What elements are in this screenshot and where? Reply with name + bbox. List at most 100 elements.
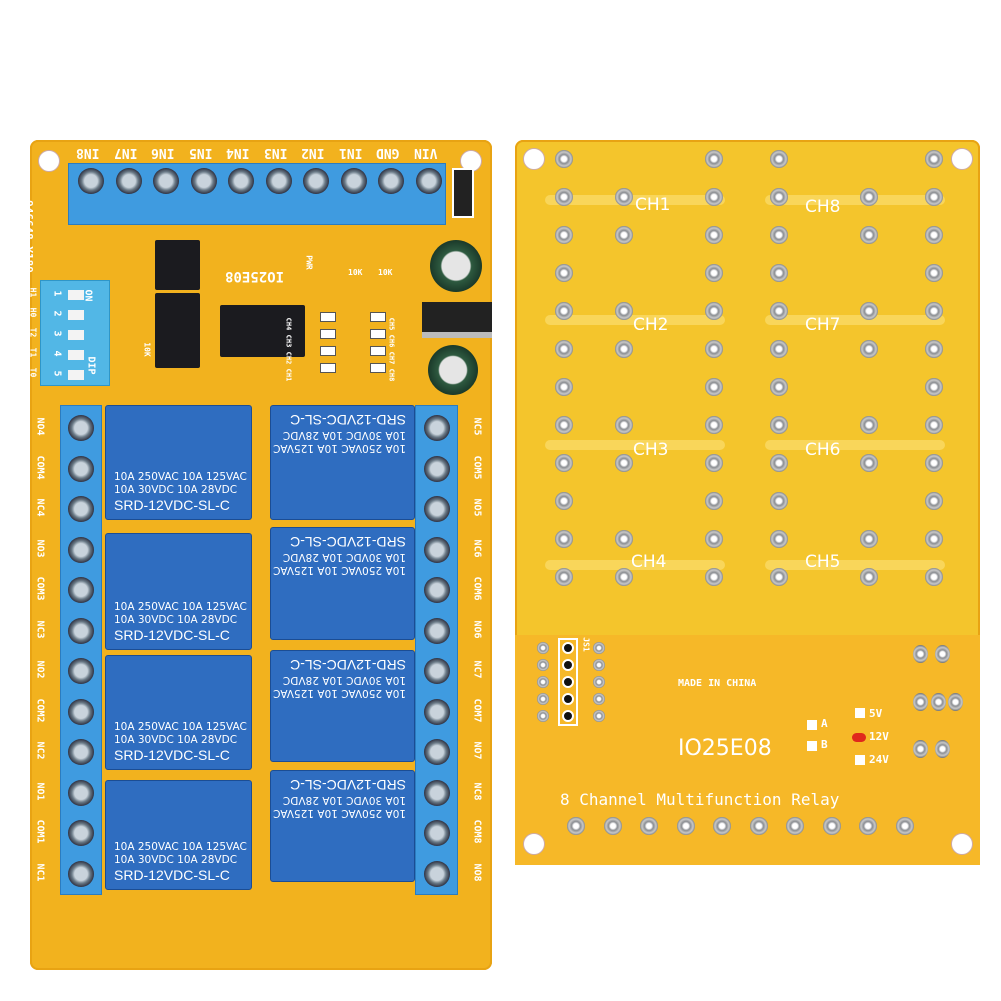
pin-header [558,638,578,726]
relay-rating-line1: 10A 250VAC 10A 125VAC [114,841,247,853]
relay-rating-model: SRD-12VDC-SL-C [114,627,230,643]
relay-rating-line1: 10A 250VAC 10A 125VAC [273,807,406,819]
output-label: NC3 [34,619,46,639]
output-label: NO3 [34,538,46,558]
relay-rating-line1: 10A 250VAC 10A 125VAC [273,442,406,454]
dip-toggle [68,370,84,380]
mounting-hole [38,150,60,172]
led-label: CH3 [284,334,293,348]
mounting-hole [523,148,545,170]
relay-rating-model: SRD-12VDC-SL-C [290,777,406,793]
voltage-label-5v: 5V [869,707,883,720]
solder-pad [705,188,723,206]
resistor-label: 10K [142,342,152,357]
mounting-hole [951,148,973,170]
channel-label: CH7 [805,315,841,335]
output-label: NO6 [471,619,483,639]
terminal-screw [68,860,94,887]
input-label: IN8 [76,145,100,160]
output-label: NC5 [471,417,483,436]
header-pin [537,659,549,671]
relay-rating-line2: 10A 30VDC 10A 28VDC [114,614,238,626]
pwr-label: PWR [304,255,314,270]
solder-pad [925,264,943,282]
relay-rating-line1: 10A 250VAC 10A 125VAC [114,721,247,733]
solder-pad [925,416,943,434]
right-output-terminal-block [415,405,458,895]
solder-pad [948,693,963,711]
output-label: COM1 [34,819,46,844]
jumper-a-label: A [821,717,828,730]
solder-pad [770,188,788,206]
solder-pad [555,530,573,548]
led-indicator [370,346,386,356]
solder-pad [770,378,788,396]
solder-pad [705,226,723,244]
dip-toggle [68,310,84,320]
terminal-screw [424,617,450,644]
capacitor [430,240,482,292]
input-label: IN6 [151,145,175,160]
output-label: COM3 [34,576,46,601]
header-label: JS1 [581,637,591,652]
terminal-screw [424,779,450,806]
output-label: NC4 [34,498,46,517]
terminal-screw [424,658,450,684]
solder-pad [770,150,788,168]
optocoupler-chip [155,240,200,290]
output-label: NO8 [471,862,483,882]
dip-on-label: ON [82,289,94,302]
output-label: NO1 [34,781,46,801]
solder-pad [615,340,633,358]
solder-pad [786,817,804,835]
solder-pad [860,416,878,434]
led-indicator [370,363,386,373]
solder-pad [770,264,788,282]
solder-pad [749,817,768,835]
solder-pad [770,226,788,244]
voltage-regulator [422,302,492,338]
header-pin [593,642,605,654]
solder-pad [913,740,928,758]
mounting-hole [951,833,973,855]
relay-rating-model: SRD-12VDC-SL-C [114,747,230,763]
relay-rating-line1: 10A 250VAC 10A 125VAC [114,471,247,483]
header-pin [562,659,574,671]
solder-pad [705,264,723,282]
solder-pad [913,693,928,711]
dip-mode-label: H0 [28,307,38,318]
relay-rating-line2: 10A 30VDC 10A 28VDC [114,854,238,866]
solder-pad [615,416,633,434]
solder-pad [615,226,633,244]
header-pin [537,676,549,688]
output-label: COM5 [471,454,483,480]
solder-pad [925,454,943,472]
solder-pad [770,492,788,510]
terminal-screw [424,415,450,441]
dip-toggle [68,350,84,360]
dip-number: 2 [51,310,63,317]
solder-pad [860,302,878,320]
dip-mode-label: T2 [28,327,38,338]
relay-rating-line2: 10A 30VDC 10A 28VDC [282,429,406,441]
solder-pad [925,378,943,396]
solder-pad [705,150,723,168]
model-label: IO25E08 [225,268,285,284]
solder-pad [859,817,877,835]
board-code: 946648_Y189 [21,200,35,273]
solder-pad [925,340,943,358]
solder-pad [555,568,573,586]
led-indicator [320,363,336,373]
output-label: NC1 [34,862,46,882]
header-pin [562,676,574,688]
mounting-hole [523,833,545,855]
voltage-label-12v: 12V [869,730,889,743]
power-jumper[interactable] [452,168,474,218]
optocoupler-chip [155,293,200,368]
led-label: CH1 [284,368,293,382]
solder-pad [615,302,633,320]
dip-number: 1 [51,290,63,297]
